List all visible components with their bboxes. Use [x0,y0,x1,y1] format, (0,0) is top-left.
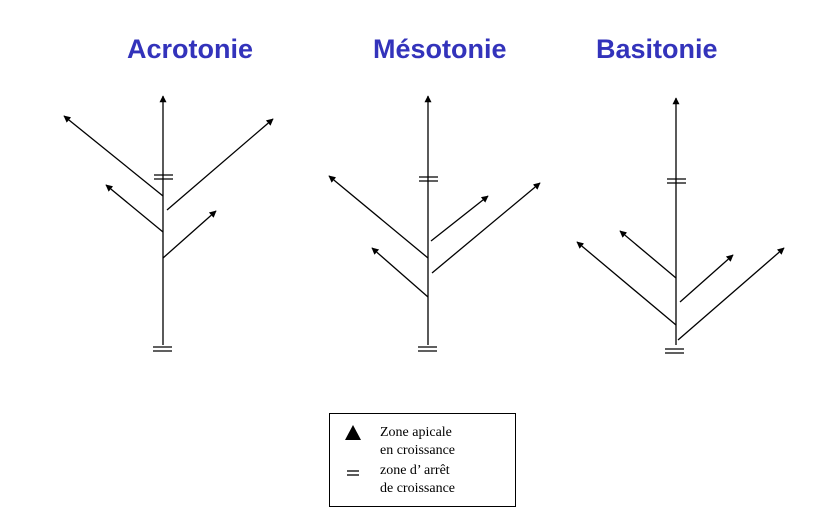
acrotonie-tree [63,95,274,352]
legend-stop-line2: de croissance [380,481,456,496]
basitonie-tree [576,97,785,354]
acrotonie-title: Acrotonie [127,34,254,64]
legend-apical-line2: en croissance [380,443,456,458]
basitonie-branch-right-short [679,254,734,303]
mesotonie-branch-right-short [430,195,489,242]
acrotonie-branch-left-short [105,184,164,233]
legend-box: Zone apicale en croissance zone d’ arrêt… [329,413,516,507]
basitonie-branch-left-short [619,230,677,279]
basitonie-branch-right-long [677,247,785,341]
basitonie-branch-left-long [576,241,677,326]
acrotonie-branch-right-long [166,118,274,211]
mesotonie-base-stop-mark [418,346,437,352]
double-bar-icon [347,470,359,476]
basitonie-top-stop-mark [667,178,686,184]
mesotonie-tree [328,95,541,352]
legend-apical-line1: Zone apicale [380,425,452,440]
mesotonie-branch-left-long [328,175,429,259]
legend-stop-line1: zone d’ arrêt [380,463,450,478]
mesotonie-top-stop-mark [419,176,438,182]
basitonie-title: Basitonie [596,34,718,64]
basitonie-base-stop-mark [665,348,684,354]
acrotonie-branch-left-long [63,115,164,197]
mesotonie-title: Mésotonie [373,34,507,64]
triangle-arrowhead-icon [345,425,361,440]
acrotonie-branch-right-short [162,210,217,259]
acrotonie-top-stop-mark [154,174,173,180]
mesotonie-branch-left-short [371,247,429,298]
acrotonie-base-stop-mark [153,346,172,352]
mesotonie-branch-right-long [431,182,541,274]
